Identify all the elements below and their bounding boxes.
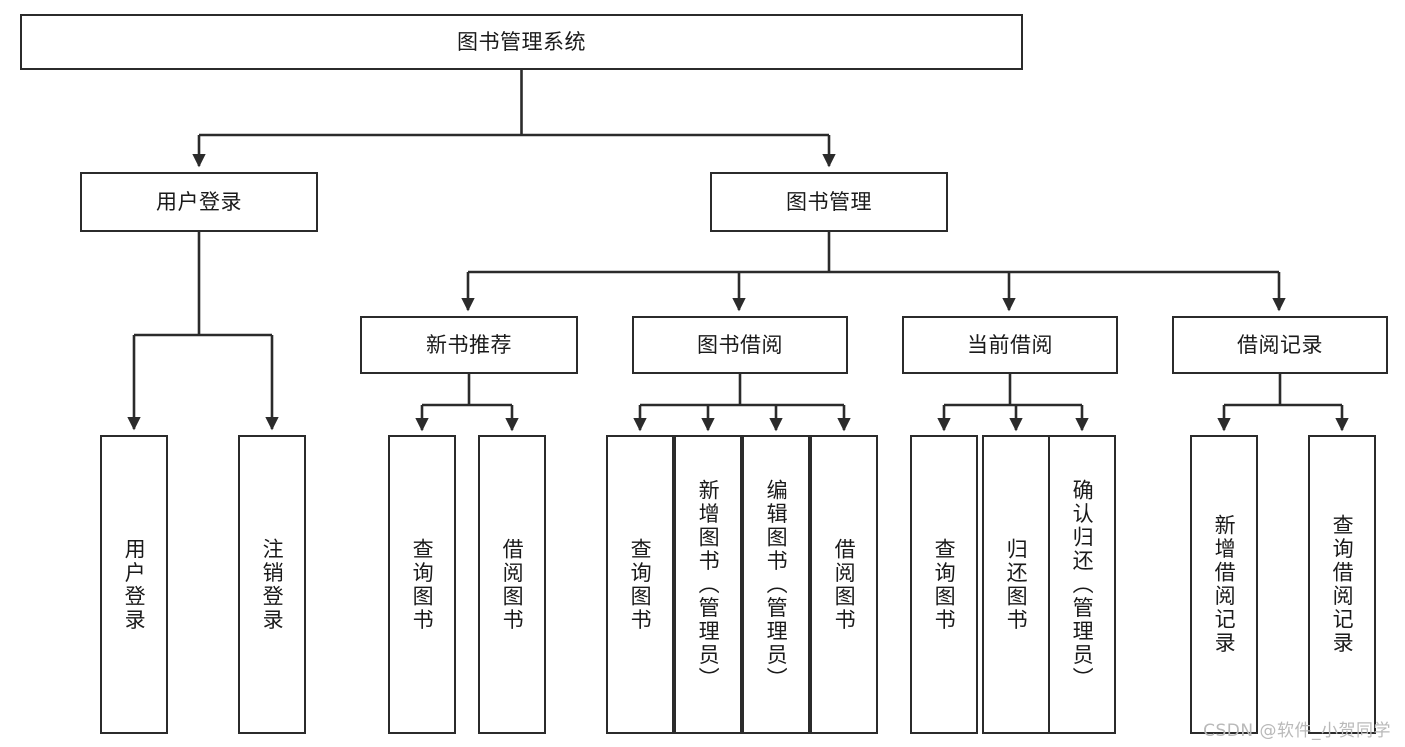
node-leaf-add-book-admin[interactable]: 新增图书（管理员） xyxy=(674,435,742,734)
node-leaf-borrow-book-2-label: 借阅图书 xyxy=(832,537,857,632)
node-book-borrow-label: 图书借阅 xyxy=(697,332,783,357)
node-leaf-add-book-admin-label: 新增图书（管理员） xyxy=(696,478,721,691)
node-book-manage[interactable]: 图书管理 xyxy=(710,172,948,232)
node-current-borrow[interactable]: 当前借阅 xyxy=(902,316,1118,374)
node-new-book-recommend[interactable]: 新书推荐 xyxy=(360,316,578,374)
node-borrow-record-label: 借阅记录 xyxy=(1237,332,1323,357)
node-leaf-borrow-book-2[interactable]: 借阅图书 xyxy=(810,435,878,734)
node-book-manage-label: 图书管理 xyxy=(786,189,872,214)
node-leaf-logout-login-label: 注销登录 xyxy=(260,537,285,632)
node-leaf-query-book-3[interactable]: 查询图书 xyxy=(910,435,978,734)
node-user-login-label: 用户登录 xyxy=(156,189,242,214)
node-leaf-return-book[interactable]: 归还图书 xyxy=(982,435,1050,734)
node-root[interactable]: 图书管理系统 xyxy=(20,14,1023,70)
node-leaf-confirm-return-admin-label: 确认归还（管理员） xyxy=(1070,478,1095,691)
node-leaf-edit-book-admin[interactable]: 编辑图书（管理员） xyxy=(742,435,810,734)
node-leaf-query-book-1[interactable]: 查询图书 xyxy=(388,435,456,734)
node-leaf-query-book-1-label: 查询图书 xyxy=(410,537,435,632)
node-new-book-recommend-label: 新书推荐 xyxy=(426,332,512,357)
node-leaf-query-book-2-label: 查询图书 xyxy=(628,537,653,632)
node-leaf-query-book-2[interactable]: 查询图书 xyxy=(606,435,674,734)
node-leaf-query-book-3-label: 查询图书 xyxy=(932,537,957,632)
node-leaf-borrow-book-1-label: 借阅图书 xyxy=(500,537,525,632)
node-leaf-query-borrow-record[interactable]: 查询借阅记录 xyxy=(1308,435,1376,734)
node-leaf-edit-book-admin-label: 编辑图书（管理员） xyxy=(764,478,789,691)
node-book-borrow[interactable]: 图书借阅 xyxy=(632,316,848,374)
watermark-text: CSDN @软件_小贺同学 xyxy=(1203,721,1391,741)
node-current-borrow-label: 当前借阅 xyxy=(967,332,1053,357)
node-leaf-user-login-label: 用户登录 xyxy=(122,537,147,632)
node-leaf-return-book-label: 归还图书 xyxy=(1004,537,1029,632)
node-leaf-add-borrow-record[interactable]: 新增借阅记录 xyxy=(1190,435,1258,734)
node-borrow-record[interactable]: 借阅记录 xyxy=(1172,316,1388,374)
node-leaf-borrow-book-1[interactable]: 借阅图书 xyxy=(478,435,546,734)
node-leaf-confirm-return-admin[interactable]: 确认归还（管理员） xyxy=(1048,435,1116,734)
node-leaf-add-borrow-record-label: 新增借阅记录 xyxy=(1212,514,1237,655)
node-leaf-logout-login[interactable]: 注销登录 xyxy=(238,435,306,734)
node-leaf-query-borrow-record-label: 查询借阅记录 xyxy=(1330,514,1355,655)
node-leaf-user-login[interactable]: 用户登录 xyxy=(100,435,168,734)
node-user-login[interactable]: 用户登录 xyxy=(80,172,318,232)
node-root-label: 图书管理系统 xyxy=(457,29,586,54)
